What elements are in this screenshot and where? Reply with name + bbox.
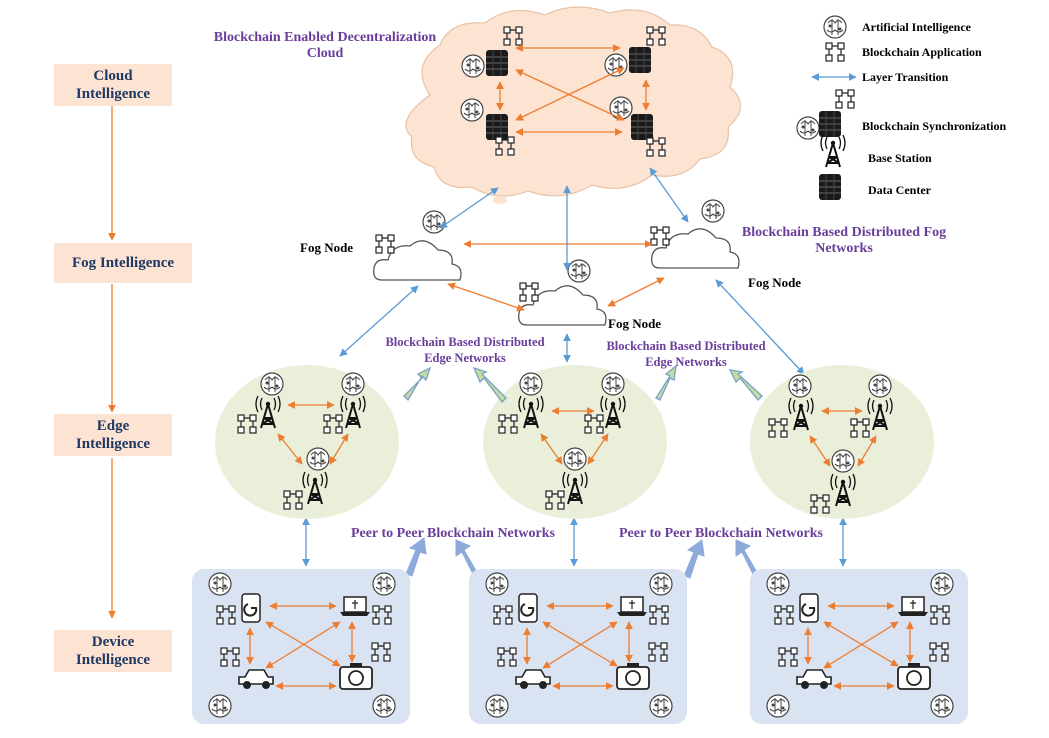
edge-network-left — [215, 365, 399, 519]
fog-node-middle — [518, 259, 607, 326]
device-network-middle — [469, 569, 687, 724]
layer-fog-intelligence: Fog Intelligence — [54, 243, 192, 283]
layer-edge-label: Edge Intelligence — [75, 418, 151, 452]
layer-cloud-label: Cloud Intelligence — [75, 68, 151, 102]
legend-layer-transition-label: Layer Transition — [862, 70, 949, 84]
fog-node-right — [650, 199, 740, 269]
edge-networks-label-left: Blockchain Based Distributed Edge Networ… — [385, 335, 545, 365]
edge-networks-label-right: Blockchain Based Distributed Edge Networ… — [606, 339, 766, 369]
fog-node-left — [373, 210, 462, 281]
fog-node-label-middle: Fog Node — [608, 316, 662, 331]
legend-ai-label: Artificial Intelligence — [862, 20, 971, 34]
fog-node-label-left: Fog Node — [300, 240, 354, 255]
legend-base-station-label: Base Station — [868, 151, 932, 165]
layer-device-intelligence: Device Intelligence — [54, 630, 172, 672]
legend-blockchain-label: Blockchain Application — [862, 45, 982, 59]
legend-sync-label: Blockchain Synchronization — [862, 119, 1007, 133]
legend-icons — [796, 15, 857, 201]
layer-fog-label: Fog Intelligence — [71, 255, 175, 271]
fog-node-label-right: Fog Node — [748, 275, 802, 290]
edge-network-right — [750, 365, 934, 519]
decentralized-cloud — [405, 6, 742, 204]
p2p-label-left: Peer to Peer Blockchain Networks — [351, 526, 555, 541]
layer-device-label: Device Intelligence — [75, 634, 151, 668]
layer-cloud-intelligence: Cloud Intelligence — [54, 64, 172, 106]
fog-sync-arrows — [447, 240, 665, 312]
device-block-arrows — [405, 537, 759, 579]
device-network-left — [192, 569, 410, 724]
fog-networks-label: Blockchain Based Distributed Fog Network… — [741, 225, 947, 256]
layer-transition-arrows — [302, 167, 847, 567]
edge-network-middle — [483, 365, 667, 519]
legend-data-center-label: Data Center — [868, 183, 931, 197]
edge-block-arrows — [403, 364, 763, 403]
layer-edge-intelligence: Edge Intelligence — [54, 414, 172, 456]
cloud-title: Blockchain Enabled Decentralization Clou… — [213, 30, 437, 61]
p2p-label-right: Peer to Peer Blockchain Networks — [619, 526, 823, 541]
device-network-right — [750, 569, 968, 724]
cloud-sync-arrows — [496, 44, 650, 136]
